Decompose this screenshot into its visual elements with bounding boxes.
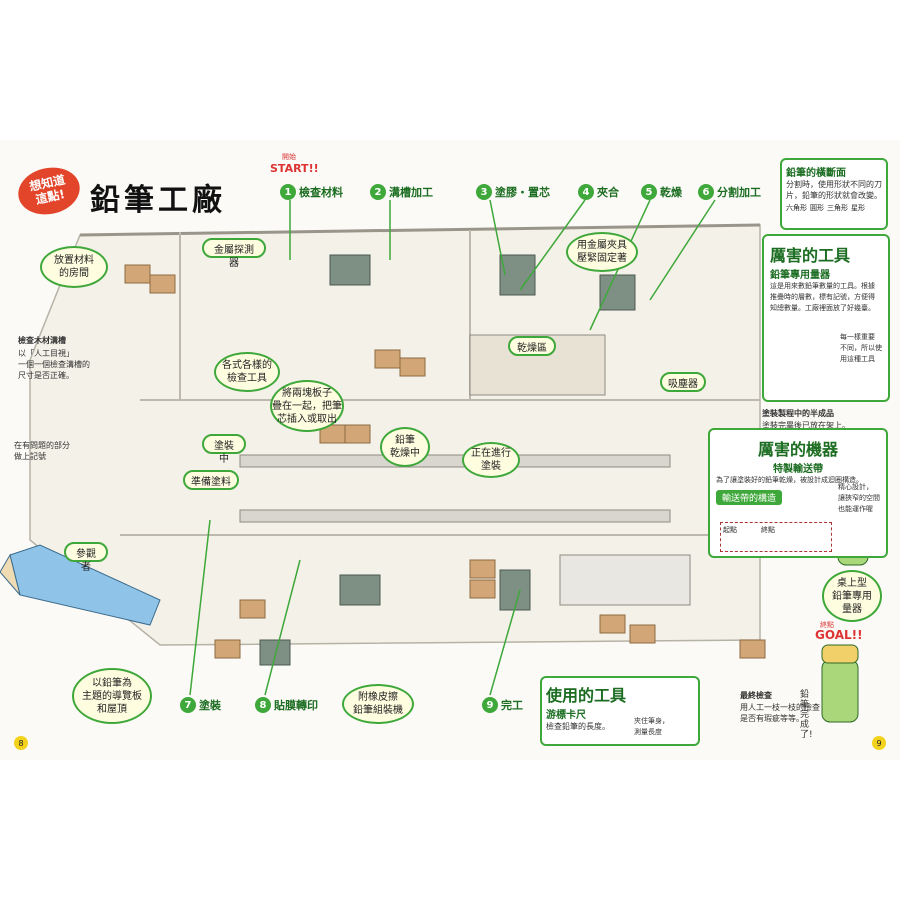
callout-metal-detector: 金屬探測器 (202, 238, 266, 269)
callout-visitors: 參觀者 (64, 542, 108, 573)
step-label: 檢查材料 (299, 186, 343, 199)
goal-label: GOAL!! (815, 628, 863, 642)
note-check-groove: 檢查木材溝槽 (18, 336, 66, 345)
conveyor-start: 起點 (723, 526, 737, 534)
amazing-machine-panel: 厲害的機器 特製輸送帶 為了讓塗裝好的鉛筆乾燥，被設計成迴圈構造。 輸送帶的構造… (708, 428, 888, 558)
mascot-helmet (821, 644, 859, 664)
step-number: 9 (482, 697, 498, 713)
step-label: 乾燥 (660, 186, 682, 199)
step-label: 塗裝 (199, 699, 221, 712)
goal-small: 終點 (820, 621, 834, 629)
step-number: 7 (180, 697, 196, 713)
shape-circle: 圓形 (810, 204, 824, 212)
step-label: 溝槽加工 (389, 186, 433, 199)
cross-section-desc: 分割時，使用形狀不同的刀 片，鉛筆的形狀就會改變。 (786, 180, 882, 200)
callout-dust-collector: 吸塵器 (660, 372, 706, 392)
used-tool-desc: 檢查鉛筆的長度。 (546, 722, 610, 731)
page-number-right: 9 (872, 736, 886, 750)
used-tool-title: 使用的工具 (546, 686, 627, 705)
note-mark-problem: 在有問題的部分 做上記號 (14, 441, 70, 461)
machine-panel-subtitle: 特製輸送帶 (773, 464, 823, 475)
callout-clamp-tool: 用金屬夾具 壓緊固定著 (566, 232, 638, 272)
note-half-product: 塗裝製程中的半成品 (762, 409, 834, 418)
note-check-groove-desc: 以「人工目視」 一個一個檢查溝槽的 尺寸是否正確。 (18, 349, 90, 380)
amazing-tool-panel: 厲害的工具 鉛筆專用量器 這是用來數鉛筆數量的工具。根據 推疊時的層數，標有記號… (762, 234, 890, 402)
cardboard-boxes (124, 264, 766, 659)
shape-triangle: 三角形 (827, 204, 848, 212)
cross-section-shapes: 六角形 圓形 三角形 星形 (786, 203, 882, 213)
callout-material-room: 放置材料 的房間 (40, 246, 108, 288)
start-small: 開始 (282, 153, 296, 161)
shape-hexagon: 六角形 (786, 204, 807, 212)
callout-inspection-tools: 各式各樣的 檢查工具 (214, 352, 280, 392)
tool-panel-title: 厲害的工具 (770, 246, 851, 265)
step-number: 8 (255, 697, 271, 713)
tool-panel-subtitle: 鉛筆專用量器 (770, 270, 830, 281)
shape-star: 星形 (851, 204, 865, 212)
note-half-product-desc: 塗裝完畢後已放在架上。 (762, 421, 850, 430)
step-number: 5 (641, 184, 657, 200)
cross-section-panel: 鉛筆的橫斷面 分割時，使用形狀不同的刀 片，鉛筆的形狀就會改變。 六角形 圓形 … (780, 158, 888, 230)
tool-panel-desc: 這是用來數鉛筆數量的工具。根據 推疊時的層數，標有記號，方便得 知總數量。工廠裡… (770, 282, 875, 312)
conveyor-belt-upper (239, 454, 671, 468)
callout-painting: 塗裝中 (202, 434, 246, 465)
callout-stack-boards: 將兩塊板子 疊在一起，把筆 芯插入或取出 (270, 380, 344, 432)
machines (259, 254, 636, 666)
note-final-check: 最終檢查 (740, 691, 772, 700)
note-finished: 鉛筆完成了! (800, 690, 813, 740)
callout-eraser-machine: 附橡皮擦 鉛筆組裝機 (342, 684, 414, 724)
machine-panel-title: 厲害的機器 (757, 440, 838, 459)
caliper-note: 夾住筆身， 測量長度 (634, 717, 669, 736)
page-number-left: 8 (14, 736, 28, 750)
note-final-check-desc: 用人工一枝一枝的檢查 是否有瑕疵等等。 (740, 703, 820, 723)
start-label: START!! (270, 162, 319, 175)
callout-signboard: 以鉛筆為 主題的導覽板 和屋頂 (72, 668, 152, 724)
step-leader-lines (189, 199, 716, 696)
step-label: 塗膠・置芯 (495, 186, 550, 199)
step-number: 1 (280, 184, 296, 200)
callout-drying-area: 乾燥區 (508, 336, 556, 356)
storage-shelves (559, 554, 691, 606)
callout-painting-now: 正在進行 塗裝 (462, 442, 520, 478)
machine-panel-mascot-note: 精心設計， 讓狹窄的空間 也能運作喔 (838, 483, 880, 513)
callout-pencil-drying: 鉛筆 乾燥中 (380, 427, 430, 467)
step-number: 6 (698, 184, 714, 200)
pencil-sign-tip (0, 553, 21, 596)
step-number: 4 (578, 184, 594, 200)
callout-prep-paint: 準備塗料 (183, 470, 239, 490)
step-number: 2 (370, 184, 386, 200)
used-tool-panel: 使用的工具 游標卡尺 檢查鉛筆的長度。 夾住筆身， 測量長度 (540, 676, 700, 746)
step-label: 貼膜轉印 (274, 699, 318, 712)
callout-desktop-gauge: 桌上型 鉛筆專用 量器 (822, 570, 882, 622)
step-label: 完工 (501, 699, 523, 712)
back-wall (79, 223, 761, 237)
conveyor-end: 終點 (761, 526, 775, 534)
cross-section-title: 鉛筆的橫斷面 (786, 168, 846, 179)
page-title: 鉛筆工廠 (90, 183, 226, 218)
used-tool-subtitle: 游標卡尺 (546, 710, 586, 721)
conveyor-diagram-label: 輸送帶的構造 (716, 490, 783, 505)
conveyor-belt-lower (239, 509, 671, 523)
step-label: 夾合 (597, 186, 619, 199)
conveyor-diagram: 起點 終點 (720, 522, 832, 552)
step-number: 3 (476, 184, 492, 200)
tool-panel-mascot-note: 每一樣重要 不同，所以使 用這種工具 (840, 333, 882, 363)
step-label: 分割加工 (717, 186, 761, 199)
machine-panel-desc: 為了讓塗裝好的鉛筆乾燥，被設計成迴圈構造。 (716, 476, 863, 484)
mascot-pencil (821, 659, 859, 723)
